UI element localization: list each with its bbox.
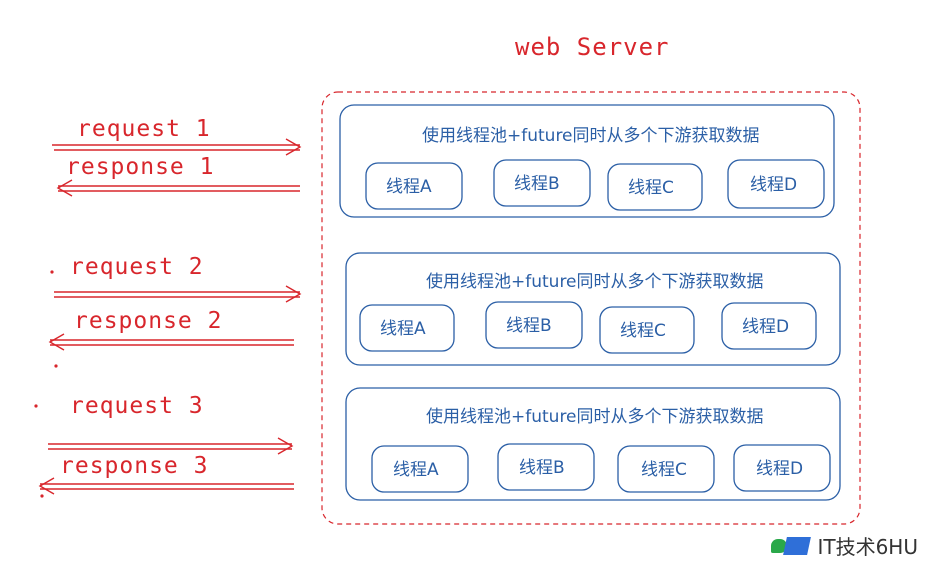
thread-pool-header: 使用线程池+future同时从多个下游获取数据 <box>426 406 764 427</box>
thread-label: 线程C <box>641 460 687 480</box>
thread-box <box>365 162 463 210</box>
request-arrow <box>54 285 302 303</box>
watermark: IT技术6HU <box>771 531 918 560</box>
thread-pool-header: 使用线程池+future同时从多个下游获取数据 <box>426 271 764 292</box>
thread-label: 线程D <box>756 459 803 479</box>
request-arrow <box>52 138 302 156</box>
thread-pool-box <box>345 387 841 501</box>
row-1: request 1 response 1 使用线程池+future同时从多个下游… <box>52 104 835 218</box>
thread-box <box>493 159 591 207</box>
response-label: response 3 <box>60 453 208 479</box>
dot-mark <box>54 364 58 368</box>
thread-label: 线程B <box>519 458 565 478</box>
thread-label: 线程A <box>393 460 439 480</box>
request-arrow <box>48 437 294 455</box>
response-arrow <box>48 333 294 351</box>
thread-box <box>485 301 583 349</box>
thread-label: 线程A <box>380 319 426 339</box>
thread-box <box>721 302 817 350</box>
request-label: request 3 <box>70 393 204 419</box>
thread-pool-box <box>339 104 835 218</box>
thread-pool-header: 使用线程池+future同时从多个下游获取数据 <box>422 125 760 146</box>
server-title: web Server <box>515 33 670 61</box>
request-label: request 2 <box>70 254 204 280</box>
dot-mark <box>50 270 54 274</box>
watermark-text: IT技术6HU <box>817 535 918 559</box>
response-label: response 1 <box>66 154 214 180</box>
thread-box <box>617 445 715 493</box>
thread-label: 线程A <box>386 177 432 197</box>
row-3: request 3 response 3 使用线程池+future同时从多个下游… <box>34 387 841 501</box>
thread-label: 线程D <box>750 175 797 195</box>
response-arrow <box>56 179 300 197</box>
dot-mark <box>40 494 44 498</box>
server-container <box>321 91 861 525</box>
thread-box <box>733 444 831 492</box>
thread-box <box>607 163 703 211</box>
thread-box <box>359 304 455 352</box>
thread-pool-box <box>345 252 841 366</box>
thread-label: 线程B <box>506 316 552 336</box>
request-label: request 1 <box>77 116 211 142</box>
thread-box <box>727 159 825 209</box>
wechat-logo-icon <box>771 535 812 557</box>
thread-box <box>371 445 469 493</box>
thread-box <box>497 443 595 491</box>
thread-label: 线程C <box>628 178 674 198</box>
dot-mark <box>34 404 38 408</box>
thread-label: 线程B <box>514 174 560 194</box>
response-arrow <box>38 477 294 495</box>
thread-box <box>599 306 695 354</box>
thread-label: 线程D <box>742 317 789 337</box>
thread-label: 线程C <box>620 321 666 341</box>
row-2: request 2 response 2 使用线程池+future同时从多个下游… <box>48 252 841 368</box>
response-label: response 2 <box>74 308 222 334</box>
